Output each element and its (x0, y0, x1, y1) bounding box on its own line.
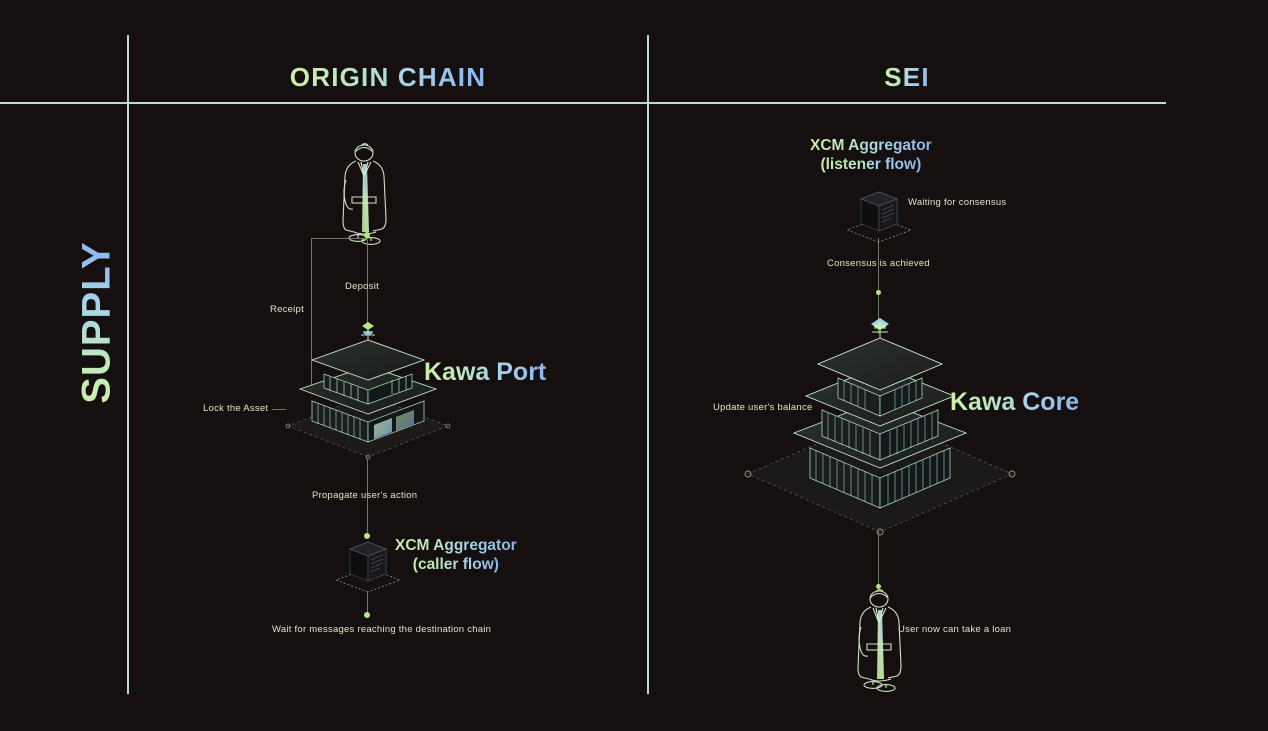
connector-propagate (367, 458, 368, 536)
xcm-aggregator-listener-line1: XCM Aggregator (810, 137, 932, 154)
label-waiting-for-consensus: Waiting for consensus (908, 197, 1007, 208)
xcm-aggregator-caller-line2: (caller flow) (412, 556, 499, 574)
column-title-origin-chain-text: ORIGIN CHAIN (289, 62, 487, 92)
connector-dot-propagate (364, 533, 370, 539)
divider-horizontal-top (0, 102, 1166, 104)
label-update-balance: Update user's balance (713, 402, 813, 413)
kawa-core-pagoda-icon (738, 318, 1022, 540)
xcm-aggregator-caller-line1: XCM Aggregator (395, 537, 517, 554)
kawa-core-label: Kawa Core (950, 388, 1079, 418)
label-consensus-achieved: Consensus is achieved (827, 258, 930, 269)
connector-consensus (878, 238, 879, 334)
kawa-core-label-text: Kawa Core (950, 388, 1080, 416)
divider-vertical-left (127, 35, 129, 694)
column-title-sei: SEI (648, 62, 1166, 93)
xcm-aggregator-listener-line2: (listener flow) (820, 156, 922, 174)
connector-to-user (878, 532, 879, 588)
connector-deposit (367, 240, 368, 328)
column-title-sei-text: SEI (884, 62, 930, 92)
connector-wait-messages (367, 592, 368, 615)
row-label-supply-text: SUPPLY (74, 241, 119, 404)
sei-user-figure (845, 586, 915, 698)
label-wait-for-messages: Wait for messages reaching the destinati… (272, 624, 492, 635)
connector-dot-deposit (364, 232, 370, 238)
connector-dot-wait-messages (364, 612, 370, 618)
xcm-aggregator-caller-label: XCM Aggregator (caller flow) (395, 536, 517, 575)
label-lock-the-asset: Lock the Asset (203, 403, 269, 414)
origin-user-figure (330, 140, 400, 250)
connector-dot-consensus (876, 290, 881, 295)
xcm-aggregator-listener-label: XCM Aggregator (listener flow) (810, 136, 932, 175)
kawa-port-pagoda-icon (282, 322, 454, 462)
connector-receipt-side (311, 238, 312, 391)
label-user-take-loan: User now can take a loan (898, 624, 1012, 635)
connector-dot-to-user (876, 584, 881, 589)
kawa-port-label-text: Kawa Port (424, 358, 547, 386)
connector-lock-the-asset (272, 409, 286, 410)
label-receipt: Receipt (270, 304, 304, 315)
row-label-supply: SUPPLY (75, 223, 120, 423)
xcm-aggregator-listener-cube-icon (841, 186, 917, 248)
connector-receipt-top (311, 238, 367, 239)
xcm-aggregator-caller-cube-icon (330, 536, 406, 598)
kawa-port-label: Kawa Port (424, 358, 546, 388)
label-propagate-action: Propagate user's action (312, 490, 418, 501)
divider-vertical-middle (647, 35, 649, 694)
column-title-origin-chain: ORIGIN CHAIN (128, 62, 648, 93)
label-deposit: Deposit (345, 281, 379, 292)
